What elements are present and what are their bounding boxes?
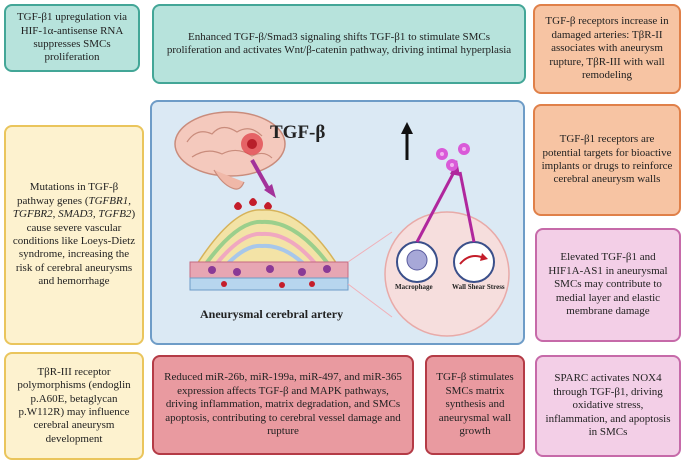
box-sparc-nox4-text: SPARC activates NOX4 through TGF-β1, dri… (545, 372, 671, 439)
box-receptors-increase-text: TGF-β receptors increase in damaged arte… (545, 15, 669, 82)
box-tgf-hif: TGF-β1 upregulation via HIF-1α-antisense… (4, 4, 140, 72)
box-mirna-text: Reduced miR-26b, miR-199a, miR-497, and … (164, 371, 402, 438)
box-smad3-text: Enhanced TGF-β/Smad3 signaling shifts TG… (166, 30, 512, 56)
box-mirna: Reduced miR-26b, miR-199a, miR-497, and … (152, 355, 414, 455)
box-receptor-targets-text: TGF-β1 receptors are potential targets f… (541, 133, 673, 186)
box-elevated-tgf-text: Elevated TGF-β1 and HIF1A-AS1 in aneurys… (548, 251, 668, 318)
box-receptor-targets: TGF-β1 receptors are potential targets f… (533, 104, 681, 216)
artery-illustration (174, 111, 510, 337)
wall-shear-stress-label: Wall Shear Stress (452, 283, 505, 291)
macrophage-label: Macrophage (395, 283, 433, 291)
brain-icon (174, 111, 286, 190)
box-polymorphisms-text: TβR-III receptor polymorphisms (endoglin… (17, 365, 131, 445)
box-tgf-hif-text: TGF-β1 upregulation via HIF-1α-antisense… (16, 11, 128, 64)
tgf-beta-particles (436, 143, 470, 171)
tgf-beta-label: TGF-β (270, 122, 326, 143)
box-smad3-signaling: Enhanced TGF-β/Smad3 signaling shifts TG… (152, 4, 526, 84)
box-sparc-nox4: SPARC activates NOX4 through TGF-β1, dri… (535, 355, 681, 457)
wall-shear-stress-icon (453, 241, 495, 283)
box-polymorphisms: TβR-III receptor polymorphisms (endoglin… (4, 352, 144, 460)
blood-drops-icon (234, 198, 272, 210)
box-matrix-synthesis-text: TGF-β stimulates SMCs matrix synthesis a… (436, 371, 514, 438)
box-matrix-synthesis: TGF-β stimulates SMCs matrix synthesis a… (425, 355, 525, 455)
box-mutations: Mutations in TGF-β pathway genes (TGFBR1… (4, 125, 144, 345)
box-elevated-tgf: Elevated TGF-β1 and HIF1A-AS1 in aneurys… (535, 228, 681, 342)
artery-label: Aneurysmal cerebral artery (200, 307, 344, 321)
artery-cross-section (189, 209, 349, 291)
box-receptors-increase: TGF-β receptors increase in damaged arte… (533, 4, 681, 94)
box-mutations-text: Mutations in TGF-β pathway genes (TGFBR1… (12, 181, 136, 288)
center-illustration-panel: TGF-β Aneurysmal cerebral artery Macroph… (150, 100, 525, 345)
